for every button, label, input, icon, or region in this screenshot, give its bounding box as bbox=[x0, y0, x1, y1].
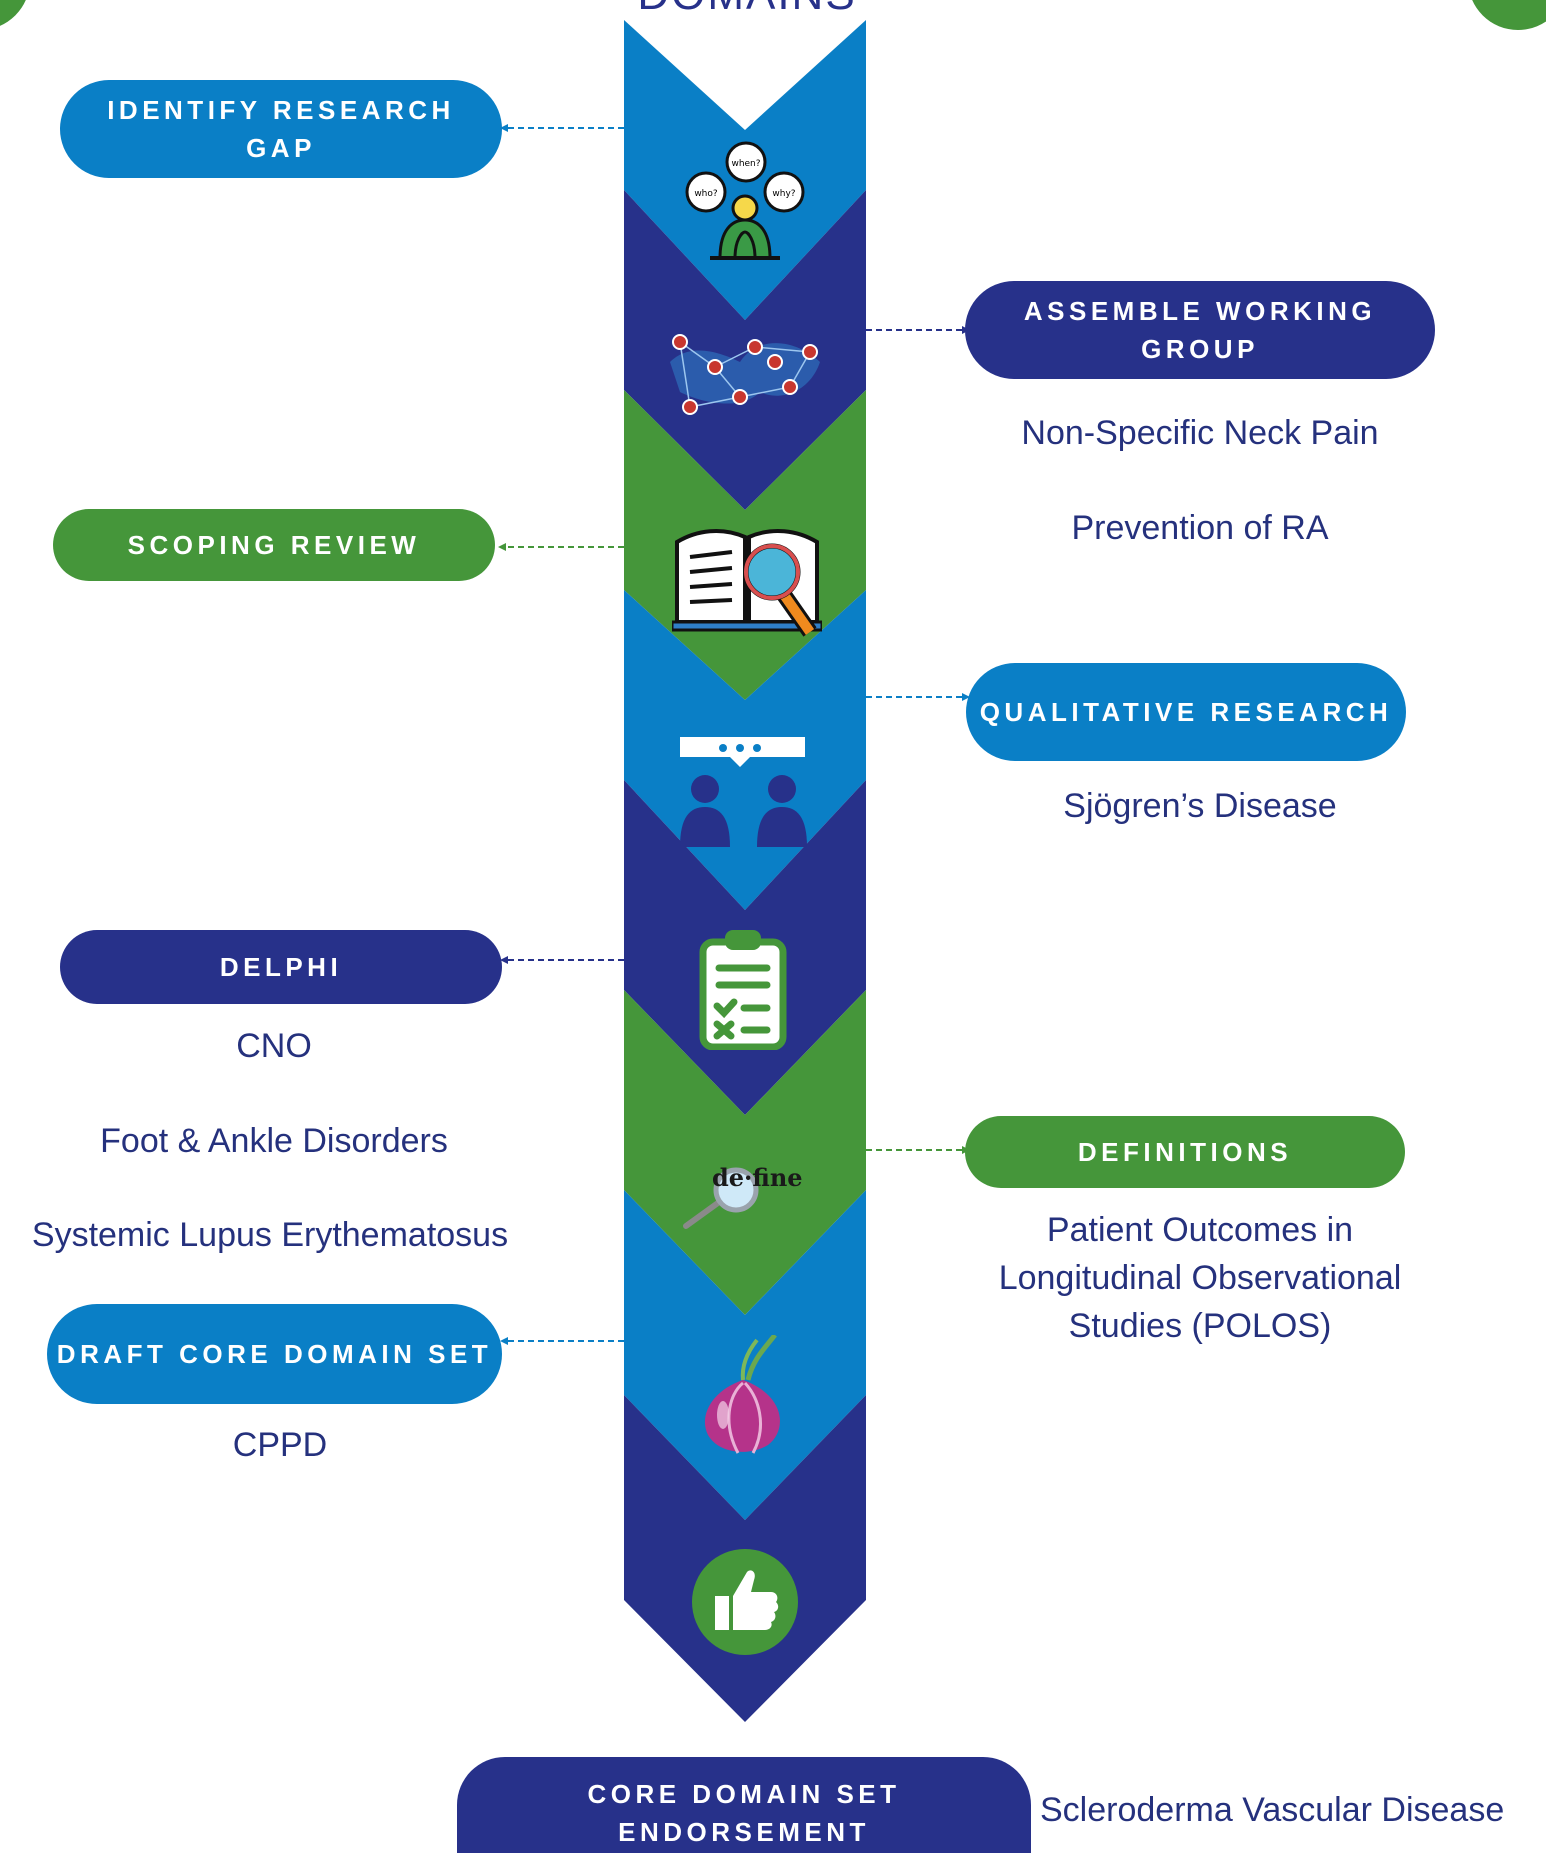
step-label: ASSEMBLE WORKING GROUP bbox=[1023, 296, 1377, 364]
example-foot-ankle-disorders: Foot & Ankle Disorders bbox=[100, 1122, 448, 1160]
step-pill-draft-core-domain-set: DRAFT CORE DOMAIN SET bbox=[47, 1304, 502, 1404]
example-polos: Patient Outcomes in Longitudinal Observa… bbox=[998, 1211, 1402, 1345]
step-pill-qualitative-research: QUALITATIVE RESEARCH bbox=[966, 663, 1406, 761]
step-label: DRAFT CORE DOMAIN SET bbox=[56, 1339, 493, 1369]
step-label: IDENTIFY RESEARCH GAP bbox=[107, 95, 455, 163]
step-pill-core-domain-set-endorsement: CORE DOMAIN SET ENDORSEMENT bbox=[457, 1757, 1031, 1853]
step-label: SCOPING REVIEW bbox=[127, 530, 421, 560]
corner-circle-left bbox=[0, 0, 26, 26]
spine-top-notch bbox=[624, 0, 866, 130]
global-network-icon bbox=[670, 334, 820, 415]
interview-icon bbox=[680, 737, 807, 847]
checklist-icon bbox=[699, 930, 787, 1050]
onion-icon bbox=[704, 1335, 780, 1454]
define-icon-text: de·fine bbox=[712, 1163, 803, 1192]
svg-text:when?: when? bbox=[731, 159, 760, 169]
book-magnifier-icon bbox=[672, 529, 822, 637]
example-systemic-lupus-erythematosus: Systemic Lupus Erythematosus bbox=[31, 1216, 509, 1254]
thumbs-up-icon bbox=[692, 1549, 798, 1655]
svg-text:why?: why? bbox=[772, 189, 795, 199]
step-label: DEFINITIONS bbox=[1077, 1137, 1293, 1167]
step-pill-assemble-working-group: ASSEMBLE WORKING GROUP bbox=[965, 281, 1435, 379]
spine-segment-2 bbox=[624, 190, 866, 510]
example-scleroderma-vascular-disease: Scleroderma Vascular Disease bbox=[1040, 1791, 1505, 1829]
example-cno: CNO bbox=[236, 1027, 312, 1065]
arrowhead-5 bbox=[500, 956, 508, 964]
example-sjogrens-disease: Sjögren’s Disease bbox=[1063, 787, 1337, 825]
step-label: CORE DOMAIN SET ENDORSEMENT bbox=[587, 1779, 901, 1847]
step-pill-delphi: DELPHI bbox=[60, 930, 502, 1004]
arrowhead-1 bbox=[500, 124, 508, 132]
svg-text:who?: who? bbox=[694, 189, 718, 199]
step-pill-definitions: DEFINITIONS bbox=[965, 1116, 1405, 1188]
arrowhead-7 bbox=[500, 1337, 508, 1345]
questions-person-icon: who? when? why? bbox=[685, 141, 805, 260]
spine-segment-7 bbox=[624, 1190, 866, 1520]
corner-circle-right bbox=[1472, 0, 1546, 30]
example-prevention-of-ra: Prevention of RA bbox=[1071, 509, 1329, 547]
step-pill-identify-research-gap: IDENTIFY RESEARCH GAP bbox=[60, 80, 502, 178]
arrowhead-3 bbox=[498, 543, 506, 551]
step-pill-scoping-review: SCOPING REVIEW bbox=[53, 509, 495, 581]
step-label: QUALITATIVE RESEARCH bbox=[979, 697, 1393, 727]
example-non-specific-neck-pain: Non-Specific Neck Pain bbox=[1021, 414, 1379, 452]
spine-segment-6 bbox=[624, 990, 866, 1315]
example-cppd: CPPD bbox=[232, 1426, 328, 1464]
step-label: DELPHI bbox=[219, 952, 343, 982]
arrowhead-4 bbox=[962, 693, 970, 701]
define-magnifier-icon: de·fine bbox=[683, 1163, 803, 1229]
